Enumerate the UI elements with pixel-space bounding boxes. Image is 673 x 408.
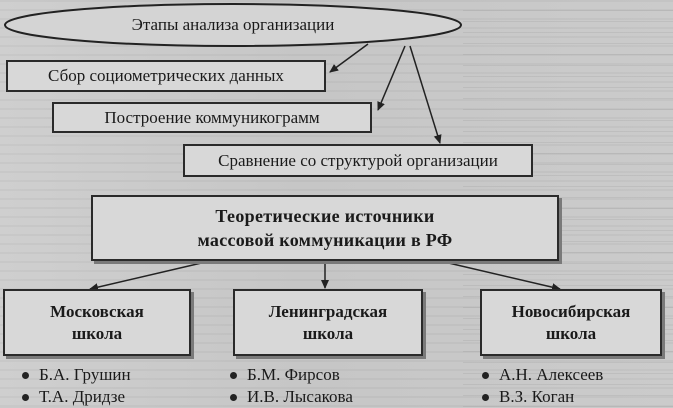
school-name-line-2: школа bbox=[545, 323, 597, 343]
school-name-line-2: школа bbox=[71, 323, 123, 343]
list-item: И.В. Лысакова bbox=[230, 386, 353, 408]
bullet-icon bbox=[230, 393, 237, 401]
stage-box-3: Сравнение со структурой организации bbox=[183, 144, 533, 177]
list-item: Т.А. Дридзе bbox=[22, 386, 131, 408]
sources-title-line-2: массовой коммуникации в РФ bbox=[197, 230, 453, 250]
school-people-leningrad: Б.М. Фирсов И.В. Лысакова bbox=[230, 364, 353, 408]
stage-box-2: Построение коммуникограмм bbox=[52, 102, 372, 133]
school-name-line-1: Новосибирская bbox=[511, 301, 631, 321]
stage-label-3: Сравнение со структурой организации bbox=[218, 150, 498, 170]
sources-title-box: Теоретические источники массовой коммуни… bbox=[91, 195, 559, 261]
list-item: Б.М. Фирсов bbox=[230, 364, 353, 386]
stage-label-1: Сбор социометрических данных bbox=[48, 66, 284, 85]
bullet-icon bbox=[230, 371, 237, 379]
list-item: В.З. Коган bbox=[482, 386, 603, 408]
school-people-moscow: Б.А. Грушин Т.А. Дридзе bbox=[22, 364, 131, 408]
arrow-to-stage-1 bbox=[329, 43, 369, 73]
school-box-moscow: Московская школа bbox=[3, 289, 191, 356]
school-name-line-1: Московская bbox=[50, 301, 144, 321]
bullet-icon bbox=[482, 371, 489, 379]
stage-label-2: Построение коммуникограмм bbox=[104, 107, 320, 127]
school-name-line-1: Ленинградская bbox=[268, 301, 388, 321]
stages-title: Этапы анализа организации bbox=[131, 15, 335, 34]
arrow-to-stage-3 bbox=[409, 45, 442, 144]
arrow-to-stage-2 bbox=[377, 45, 406, 111]
list-item: А.Н. Алексеев bbox=[482, 364, 603, 386]
stages-ellipse bbox=[4, 3, 462, 47]
list-item: Б.А. Грушин bbox=[22, 364, 131, 386]
bullet-icon bbox=[22, 393, 29, 401]
school-people-novosibirsk: А.Н. Алексеев В.З. Коган bbox=[482, 364, 603, 408]
bullet-icon bbox=[22, 371, 29, 379]
sources-title-line-1: Теоретические источники bbox=[215, 206, 435, 226]
arrow-to-school-1 bbox=[89, 260, 211, 292]
stage-box-1: Сбор социометрических данных bbox=[6, 60, 326, 92]
bullet-icon bbox=[482, 393, 489, 401]
school-name-line-2: школа bbox=[302, 323, 354, 343]
school-box-leningrad: Ленинградская школа bbox=[233, 289, 423, 356]
arrow-to-school-3 bbox=[439, 260, 561, 292]
school-box-novosibirsk: Новосибирская школа bbox=[480, 289, 662, 356]
